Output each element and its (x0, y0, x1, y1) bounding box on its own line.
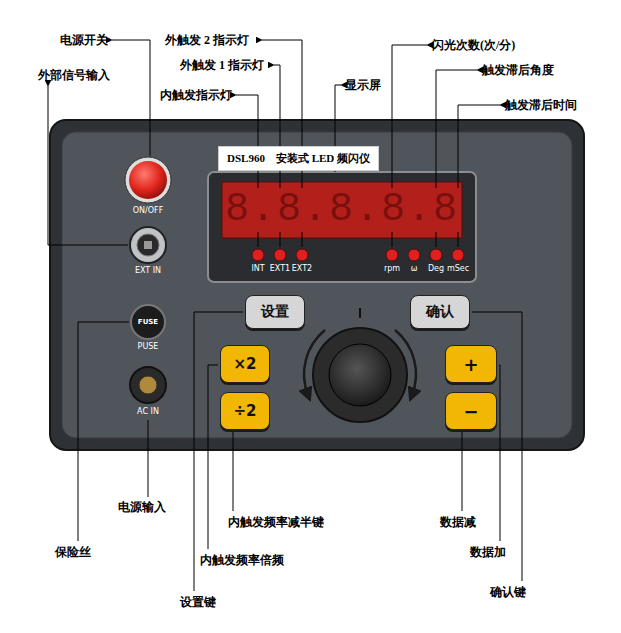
callout-label: 内触发频率减半键 (228, 515, 324, 529)
panel-face (62, 132, 572, 438)
callout-label: 闪光次数(次/分) (432, 38, 515, 52)
led-label: INT (251, 264, 264, 274)
callout-label: 数据减 (440, 515, 476, 529)
callout-label: 内触发指示灯 (160, 88, 232, 102)
panel-marking: AC IN (137, 407, 159, 417)
leader-lines (48, 40, 522, 591)
rotary-knob (313, 328, 407, 422)
button-text: 确认 (426, 303, 454, 321)
ac-in-connector (130, 367, 166, 403)
led-label: EXT1 (270, 264, 290, 274)
title-box: DSL960 安装式 LED 频闪仪 (218, 146, 379, 171)
panel-button: ×2 (220, 345, 270, 383)
callout-label: 触发滞后时间 (505, 98, 577, 112)
knob-index (359, 308, 361, 318)
led-screen (222, 182, 462, 238)
callout-label: 设置键 (180, 595, 216, 609)
panel-marking: EXT IN (135, 266, 161, 276)
panel-frame (50, 120, 584, 450)
callout-label: 触发滞后角度 (482, 63, 554, 77)
button-text: ×2 (233, 355, 256, 373)
knob-arrow-right (395, 330, 416, 395)
panel-button: − (445, 392, 497, 430)
fuse-holder (131, 305, 165, 339)
callout-label: 外触发 1 指示灯 (180, 58, 264, 72)
button-text: 设置 (261, 303, 289, 321)
button-text: + (463, 354, 478, 375)
button-text: − (463, 401, 478, 422)
knob-arrow-left (304, 330, 325, 395)
ext-in-socket (137, 234, 159, 256)
panel-button: + (445, 345, 497, 383)
callout-label: 电源输入 (118, 500, 166, 514)
power-switch-ring (125, 157, 171, 203)
panel-marking: PUSE (138, 342, 159, 352)
led-label: EXT2 (292, 264, 312, 274)
led-label: ω (411, 264, 418, 274)
button-text: ÷2 (233, 402, 256, 420)
ext-in-pin (144, 241, 152, 249)
callout-label: 保险丝 (55, 545, 91, 559)
callout-label: 内触发频率倍频 (200, 553, 284, 567)
callout-label: 外部信号输入 (38, 68, 110, 82)
led-label: rpm (384, 264, 400, 274)
indicator-leds (252, 249, 464, 261)
ac-in-socket (139, 376, 157, 394)
panel-button: 设置 (245, 295, 305, 329)
ext-in-connector (130, 227, 166, 263)
panel-marking: FUSE (138, 318, 158, 327)
panel-button: ÷2 (220, 392, 270, 430)
callout-label: 显示屏 (345, 78, 381, 92)
led-label: mSec (447, 264, 469, 274)
power-switch (129, 161, 167, 199)
panel-button: 确认 (410, 295, 470, 329)
led-label: Deg (428, 264, 444, 274)
display-bezel (208, 172, 476, 282)
panel-marking: ON/OFF (133, 206, 163, 216)
callout-label: 外触发 2 指示灯 (165, 33, 249, 47)
callout-label: 电源开关 (60, 33, 108, 47)
rotary-knob-cap (329, 344, 391, 406)
callout-label: 确认键 (490, 585, 526, 599)
callout-label: 数据加 (470, 545, 506, 559)
display-digits: 8.8.8.8.8 (225, 188, 459, 232)
